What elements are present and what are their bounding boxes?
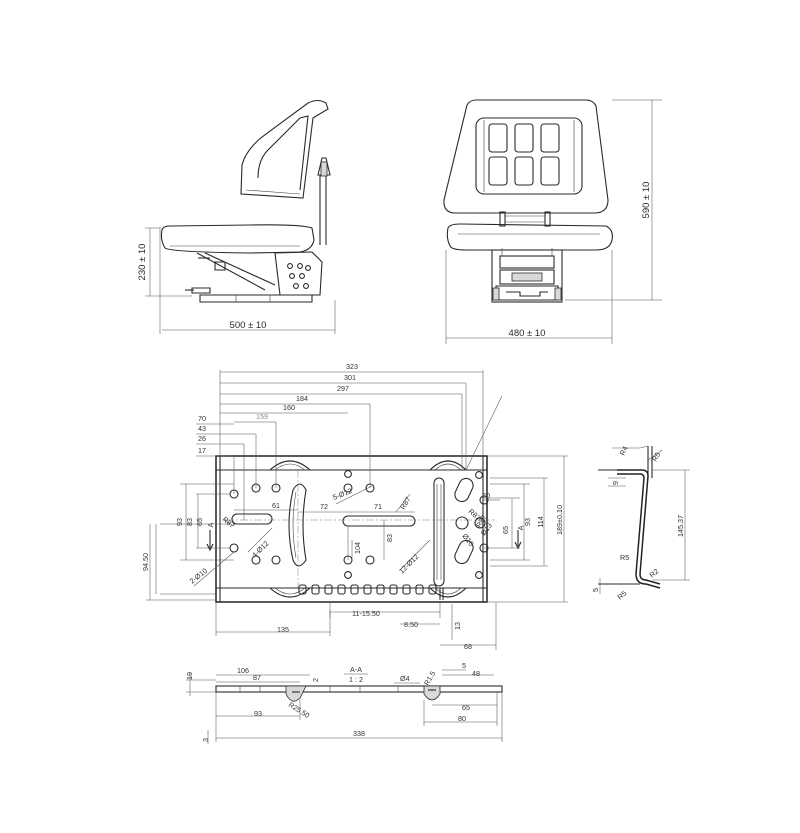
dim-right-114: 114 <box>536 516 545 527</box>
dim-19: 19 <box>185 672 194 680</box>
section-arrow-a-left: A <box>206 522 215 527</box>
dim-left-93: 93 <box>175 518 184 526</box>
dim-2: 2 <box>311 678 320 682</box>
dim-65-section: 65 <box>462 703 470 712</box>
mounting-plate-top-view: 323 301 297 184 160 159 70 43 26 17 61 7… <box>141 362 568 651</box>
dim-71: 71 <box>374 502 382 511</box>
dim-297: 297 <box>337 384 349 393</box>
dim-48: 48 <box>472 669 480 678</box>
label-r87-left: R87 <box>221 515 237 530</box>
label-r2: R2 <box>648 567 661 580</box>
dim-left-70: 70 <box>198 414 206 423</box>
dim-301: 301 <box>344 373 356 382</box>
dim-8-50: 8.50 <box>404 620 418 629</box>
dim-80-section: 80 <box>458 714 466 723</box>
label-d16: Ø16 <box>460 532 475 548</box>
dim-104: 104 <box>353 542 362 554</box>
dim-83-center: 83 <box>385 534 394 542</box>
label-4d12: 4-Ø12 <box>250 539 270 559</box>
dim-slots: 11-15.50 <box>352 609 380 618</box>
label-r5-top: R5 <box>650 451 662 463</box>
dim-front-width: 480 ± 10 <box>509 328 546 339</box>
label-5d12: 5-Ø12 <box>331 486 353 502</box>
section-arrow-a-right: A <box>516 525 525 530</box>
section-title: A-A <box>350 665 362 674</box>
dim-right-20: 20 <box>482 491 490 500</box>
dim-left-65: 65 <box>195 518 204 526</box>
dim-right-93: 93 <box>523 518 532 526</box>
dim-106: 106 <box>237 666 249 675</box>
dim-145-37: 145.37 <box>676 515 685 537</box>
dim-5: 5 <box>591 588 600 592</box>
dim-72: 72 <box>320 502 328 511</box>
dim-68: 68 <box>464 642 472 651</box>
dim-159: 159 <box>256 412 268 421</box>
label-12d12: 12-Ø12 <box>397 552 420 575</box>
dim-right-65: 65 <box>501 526 510 534</box>
dim-94-50: 94.50 <box>141 553 150 571</box>
label-r87-top: R87 <box>398 495 413 511</box>
dim-87: 87 <box>253 673 261 682</box>
dim-side-height: 230 ± 10 <box>137 244 148 281</box>
section-scale: 1 : 2 <box>349 675 363 684</box>
dim-right-189: 189±0.10 <box>555 505 564 535</box>
label-r1-5: R1.5 <box>422 669 437 687</box>
section-a-a-view: 19 3 106 87 2 A-A 1 : 2 Ø4 R1.5 5 48 93 … <box>185 661 503 744</box>
slot-row <box>298 584 437 595</box>
plate-profile-view: R4 R5 9 145.37 R5 R5 R2 5 <box>591 445 690 602</box>
dim-135: 135 <box>277 625 289 634</box>
dim-93-section: 93 <box>254 709 262 718</box>
dim-left-17: 17 <box>198 446 206 455</box>
dim-left-43: 43 <box>198 424 206 433</box>
dim-side-depth: 500 ± 10 <box>230 320 267 331</box>
dim-left-83: 83 <box>185 518 194 526</box>
dim-61: 61 <box>272 501 280 510</box>
seat-side-view: 230 ± 10 500 ± 10 <box>137 99 336 334</box>
dim-left-26: 26 <box>198 434 206 443</box>
dim-184: 184 <box>296 394 308 403</box>
dim-338: 338 <box>353 729 365 738</box>
label-r5-bottom: R5 <box>616 589 629 602</box>
seat-front-view: 590 ± 10 480 ± 10 <box>443 99 662 344</box>
label-r4: R4 <box>618 445 630 457</box>
dim-9: 9 <box>611 481 620 485</box>
dim-160: 160 <box>283 403 295 412</box>
dim-3: 3 <box>201 738 210 742</box>
dim-front-height: 590 ± 10 <box>641 182 652 219</box>
label-d4: Ø4 <box>400 674 410 683</box>
dim-323: 323 <box>346 362 358 371</box>
dim-13: 13 <box>453 622 462 630</box>
label-r25-50: R25.50 <box>287 700 311 720</box>
label-r5-mid: R5 <box>620 553 629 562</box>
dim-5-section: 5 <box>462 661 466 670</box>
